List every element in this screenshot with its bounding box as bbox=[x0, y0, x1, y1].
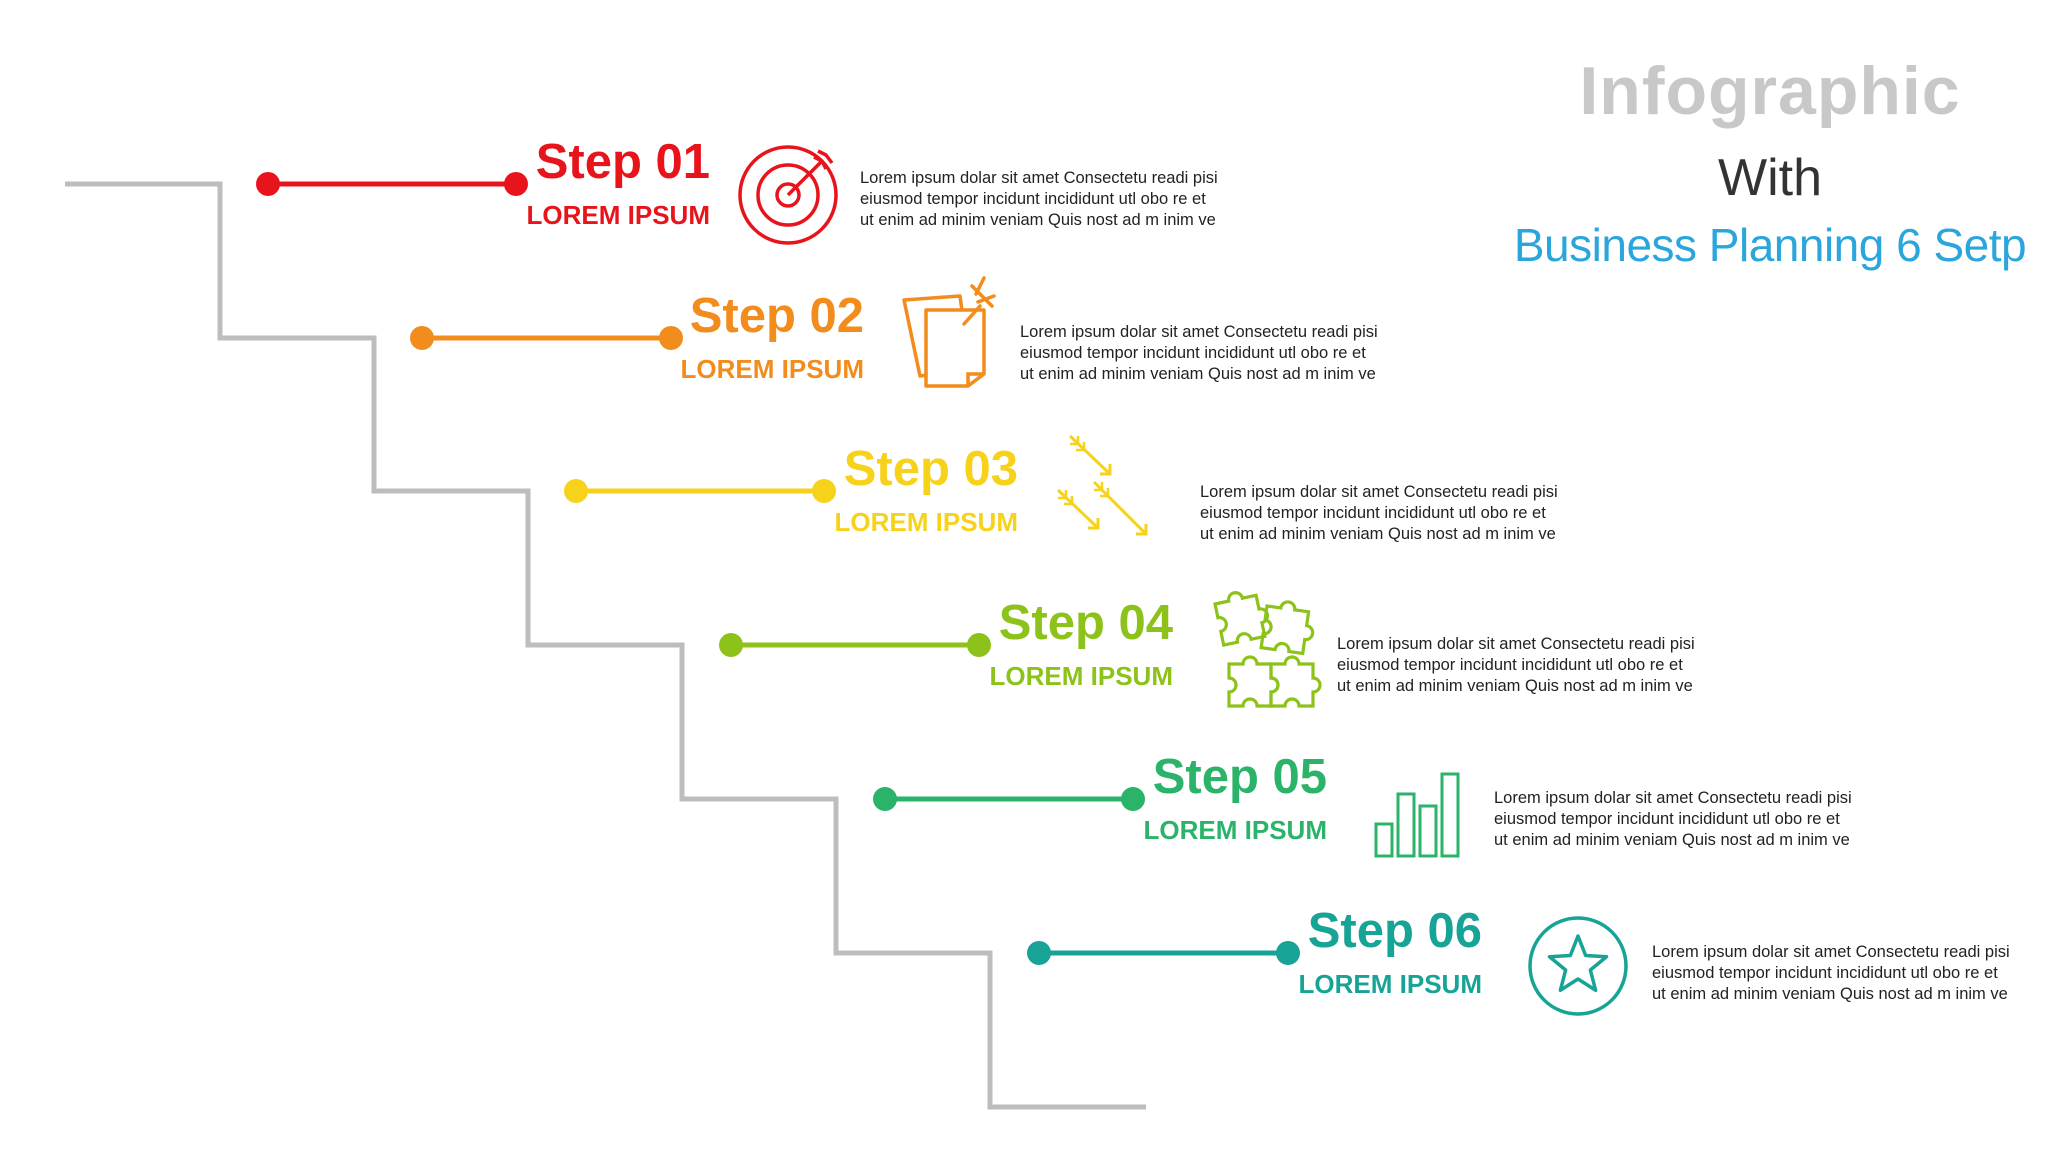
step-6-title: Step 06 bbox=[1307, 904, 1482, 958]
step-5-title: Step 05 bbox=[1152, 750, 1327, 804]
step-3-description-line: Lorem ipsum dolar sit amet Consectetu re… bbox=[1200, 483, 1558, 501]
step-5-description-line: ut enim ad minim veniam Quis nost ad m i… bbox=[1494, 831, 1850, 849]
step-6-label: LOREM IPSUM bbox=[1298, 969, 1482, 999]
step-2-end-dot bbox=[659, 326, 683, 350]
step-1-description: Lorem ipsum dolar sit amet Consectetu re… bbox=[860, 168, 1260, 231]
step-2-title: Step 02 bbox=[689, 289, 864, 343]
step-3-description-line: ut enim ad minim veniam Quis nost ad m i… bbox=[1200, 525, 1556, 543]
step-6-description-line: Lorem ipsum dolar sit amet Consectetu re… bbox=[1652, 943, 2010, 961]
step-4-title: Step 04 bbox=[998, 596, 1173, 650]
step-3-title: Step 03 bbox=[843, 442, 1018, 496]
step-3-start-dot bbox=[564, 479, 588, 503]
step-6-start-dot bbox=[1027, 941, 1051, 965]
step-4-description-line: ut enim ad minim veniam Quis nost ad m i… bbox=[1337, 677, 1693, 695]
bar-chart-icon bbox=[1374, 772, 1460, 858]
step-5-end-dot bbox=[1121, 787, 1145, 811]
step-2-description-line: Lorem ipsum dolar sit amet Consectetu re… bbox=[1020, 323, 1378, 341]
step-6-description: Lorem ipsum dolar sit amet Consectetu re… bbox=[1652, 942, 2048, 1005]
step-4-start-dot bbox=[719, 633, 743, 657]
target-icon bbox=[738, 145, 838, 245]
step-2-start-dot bbox=[410, 326, 434, 350]
step-3-description-line: eiusmod tempor incidunt incididunt utl o… bbox=[1200, 504, 1546, 522]
step-5-description-line: Lorem ipsum dolar sit amet Consectetu re… bbox=[1494, 789, 1852, 807]
step-4-description-line: eiusmod tempor incidunt incididunt utl o… bbox=[1337, 656, 1683, 674]
step-2-label: LOREM IPSUM bbox=[680, 354, 864, 384]
step-6-description-line: ut enim ad minim veniam Quis nost ad m i… bbox=[1652, 985, 2008, 1003]
page-title: Infographic bbox=[1579, 53, 1961, 129]
step-6-end-dot bbox=[1276, 941, 1300, 965]
step-2-description: Lorem ipsum dolar sit amet Consectetu re… bbox=[1020, 322, 1420, 385]
documents-pin-icon bbox=[902, 276, 996, 388]
step-1-description-line: Lorem ipsum dolar sit amet Consectetu re… bbox=[860, 169, 1218, 187]
puzzle-icon bbox=[1213, 591, 1322, 708]
step-3-end-dot bbox=[812, 479, 836, 503]
step-1-label: LOREM IPSUM bbox=[526, 200, 710, 230]
step-4-description: Lorem ipsum dolar sit amet Consectetu re… bbox=[1337, 634, 1737, 697]
star-icon bbox=[1528, 916, 1628, 1016]
title-connector: With bbox=[1718, 149, 1822, 207]
step-5-description-line: eiusmod tempor incidunt incididunt utl o… bbox=[1494, 810, 1840, 828]
step-2-description-line: ut enim ad minim veniam Quis nost ad m i… bbox=[1020, 365, 1376, 383]
staircase-line bbox=[65, 181, 1146, 1110]
step-5-start-dot bbox=[873, 787, 897, 811]
arrows-icon bbox=[1056, 434, 1148, 536]
step-1-title: Step 01 bbox=[535, 135, 710, 189]
step-5-description: Lorem ipsum dolar sit amet Consectetu re… bbox=[1494, 788, 1894, 851]
step-2-description-line: eiusmod tempor incidunt incididunt utl o… bbox=[1020, 344, 1366, 362]
step-1-description-line: ut enim ad minim veniam Quis nost ad m i… bbox=[860, 211, 1216, 229]
step-4-label: LOREM IPSUM bbox=[989, 661, 1173, 691]
step-3-label: LOREM IPSUM bbox=[834, 507, 1018, 537]
step-1-end-dot bbox=[504, 172, 528, 196]
step-4-end-dot bbox=[967, 633, 991, 657]
step-4-description-line: Lorem ipsum dolar sit amet Consectetu re… bbox=[1337, 635, 1695, 653]
step-5-label: LOREM IPSUM bbox=[1143, 815, 1327, 845]
page-subtitle: Business Planning 6 Setp bbox=[1513, 219, 2027, 271]
step-1-start-dot bbox=[256, 172, 280, 196]
step-6-description-line: eiusmod tempor incidunt incididunt utl o… bbox=[1652, 964, 1998, 982]
step-3-description: Lorem ipsum dolar sit amet Consectetu re… bbox=[1200, 482, 1600, 545]
step-1-description-line: eiusmod tempor incidunt incididunt utl o… bbox=[860, 190, 1206, 208]
